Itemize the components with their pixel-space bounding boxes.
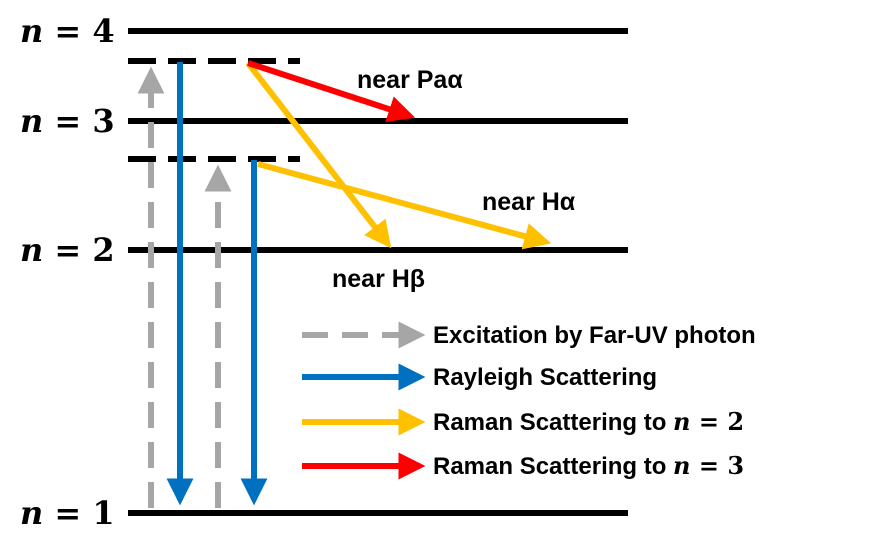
legend-label-excitation: Excitation by Far-UV photon xyxy=(433,322,756,349)
label-near-h-alpha: near Hα xyxy=(482,188,576,216)
label-near-pa-alpha: near Paα xyxy=(357,66,463,94)
legend-item-raman-n3: Raman Scattering to n = 3 xyxy=(302,451,744,480)
excitation-arrows xyxy=(137,66,232,508)
rayleigh-arrows xyxy=(166,62,268,506)
legend-item-raman-n2: Raman Scattering to n = 2 xyxy=(302,407,744,436)
legend-label-rayleigh: Rayleigh Scattering xyxy=(433,364,657,391)
legend-item-rayleigh: Rayleigh Scattering xyxy=(302,363,657,391)
raman-arrows xyxy=(245,60,552,250)
raman-arrow-pa-alpha xyxy=(247,60,416,123)
level-label-n2: n = 2 xyxy=(20,231,115,269)
legend-label-raman-n3: Raman Scattering to n = 3 xyxy=(433,451,744,480)
legend-item-excitation: Excitation by Far-UV photon xyxy=(302,321,756,349)
level-label-n3: n = 3 xyxy=(20,102,115,140)
legend-label-raman-n2: Raman Scattering to n = 2 xyxy=(433,407,744,436)
legend: Excitation by Far-UV photon Rayleigh Sca… xyxy=(302,321,756,480)
energy-levels xyxy=(128,28,628,516)
level-label-n4: n = 4 xyxy=(20,12,115,50)
raman-arrow-h-beta xyxy=(245,61,392,249)
label-near-h-beta: near Hβ xyxy=(332,265,425,293)
virtual-levels xyxy=(128,58,300,162)
raman-arrow-h-alpha xyxy=(257,161,552,250)
level-label-n1: n = 1 xyxy=(20,494,115,532)
